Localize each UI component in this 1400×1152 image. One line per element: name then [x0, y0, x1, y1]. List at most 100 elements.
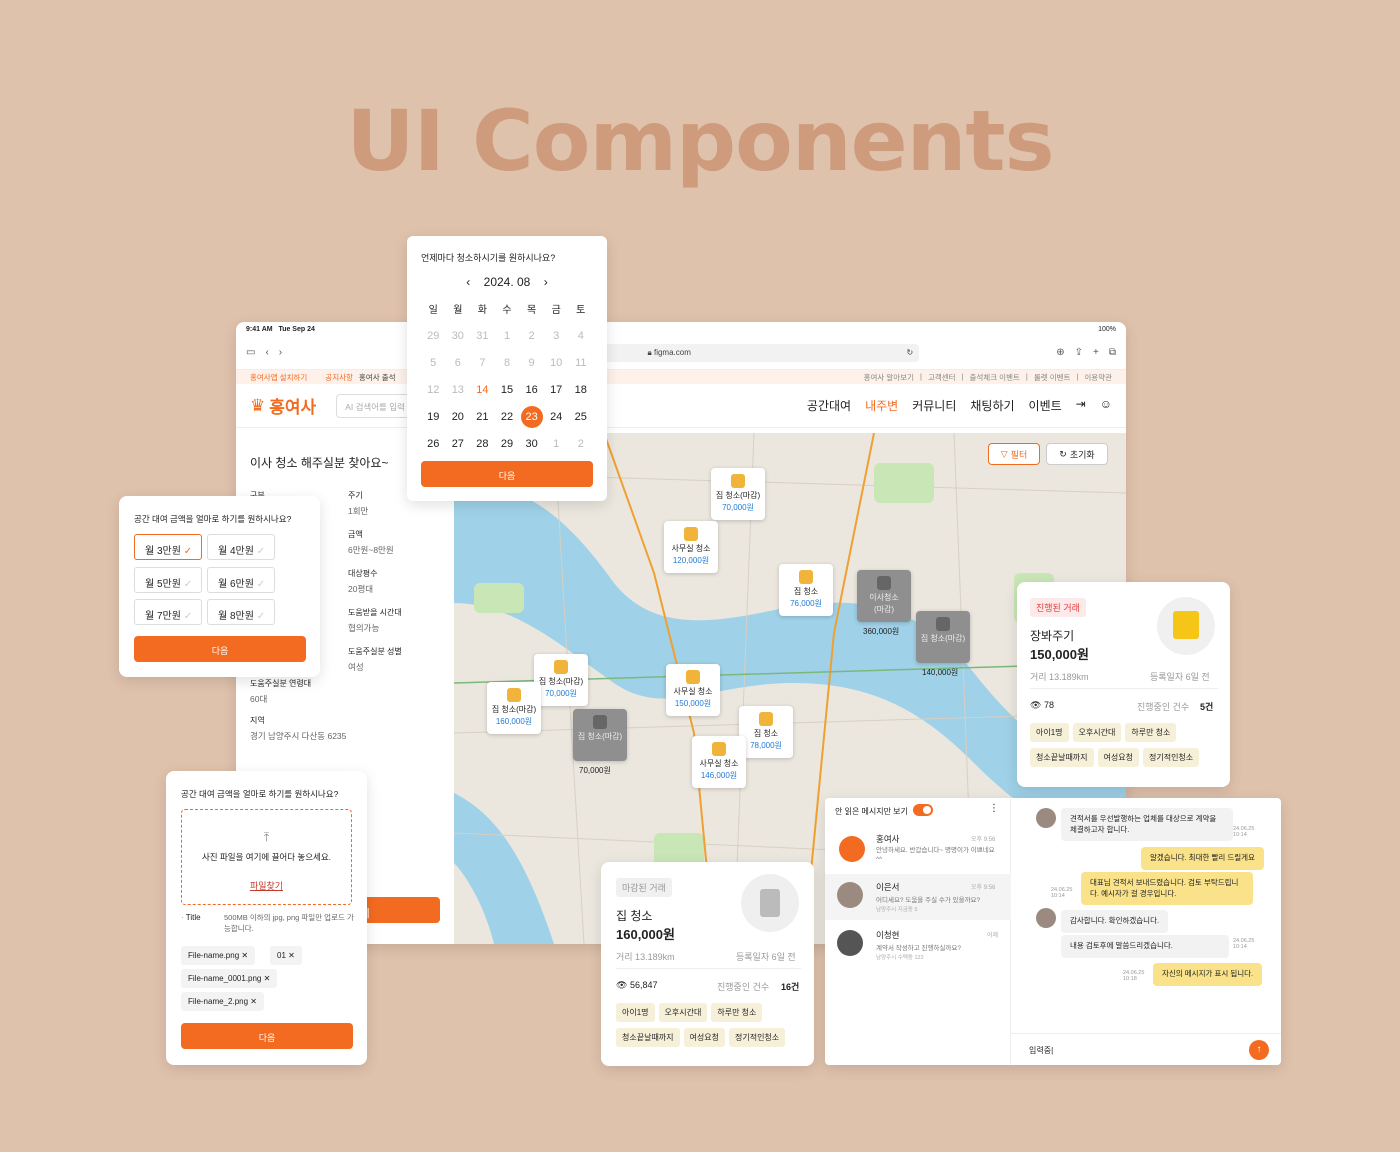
back-icon[interactable]: ‹	[265, 347, 269, 358]
day-number: 26	[427, 437, 440, 450]
cleaning-icon	[686, 670, 700, 684]
prev-month-icon[interactable]: ‹	[466, 275, 471, 289]
forward-icon[interactable]: ›	[278, 347, 283, 358]
weekday-label: 목	[526, 305, 537, 316]
download-icon[interactable]: ⊕	[1056, 347, 1065, 358]
calendar-day[interactable]: 30	[519, 430, 544, 457]
top-link[interactable]: 고객센터	[927, 372, 956, 382]
reset-icon: ↻	[1059, 448, 1067, 459]
unread-toggle[interactable]	[913, 804, 933, 816]
chat-list-item[interactable]: 이청현 어제 계약서 작성하고 진행하실까요? 남양주시 수택동 122	[825, 922, 1011, 968]
calendar-day[interactable]: 15	[495, 376, 520, 403]
top-link[interactable]: 룰렛 이벤트	[1033, 372, 1071, 382]
calendar-day[interactable]: 29	[495, 430, 520, 457]
chat-list-item[interactable]: 이은서 오후 9:56 어디세요? 도움을 주실 수가 있을까요? 남양주시 지…	[825, 874, 1011, 920]
map-pin[interactable]: 집 청소(마감)70,000원	[711, 468, 765, 520]
remove-icon[interactable]: ✕	[250, 997, 257, 1006]
calendar-day[interactable]: 24	[544, 403, 569, 430]
calendar-day[interactable]: 28	[470, 430, 495, 457]
top-link[interactable]: 이용약관	[1084, 372, 1112, 382]
calendar-day[interactable]: 14	[470, 376, 495, 403]
logout-icon[interactable]: ⇥	[1075, 397, 1086, 411]
calendar-day[interactable]: 22	[495, 403, 520, 430]
menu-item-space-rental[interactable]: 공간대여	[806, 399, 852, 413]
deal-card-closed[interactable]: 마감된 거래 집 청소 160,000원 거리 13.189km 등록일자 6일…	[601, 862, 814, 1066]
tag: 여성요청	[683, 1028, 725, 1047]
pin-price: 146,000원	[700, 771, 738, 780]
status-date: Tue Sep 24	[278, 326, 315, 333]
count-value: 5건	[1200, 702, 1214, 712]
chat-list-item[interactable]: 홍여사 오후 9:56 안녕하세요. 반갑습니다~ 명명이가 이쁘네요 ^^	[825, 826, 1011, 872]
install-app-link[interactable]: 홍여사앱 설치하기	[250, 372, 308, 382]
message-time: 24.06.25 10:14	[1051, 887, 1073, 899]
tabs-icon[interactable]: ⧉	[1108, 347, 1116, 358]
calendar-day[interactable]: 26	[421, 430, 446, 457]
user-icon[interactable]: ☺	[1099, 397, 1112, 411]
find-file-link[interactable]: 파일찾기	[249, 881, 284, 891]
calendar-day[interactable]: 17	[544, 376, 569, 403]
calendar-day[interactable]: 21	[470, 403, 495, 430]
menu-item-nearby[interactable]: 내주변	[865, 399, 899, 413]
more-icon[interactable]: ⋮	[989, 803, 999, 814]
deal-card-progress[interactable]: 진행된 거래 장봐주기 150,000원 거리 13.189km 등록일자 6일…	[1017, 582, 1230, 787]
calendar-day[interactable]: 25	[568, 403, 593, 430]
cleaning-icon	[554, 660, 568, 674]
menu-item-event[interactable]: 이벤트	[1028, 399, 1062, 413]
file-dropzone[interactable]: ⤒ 사진 파일을 여기에 끌어다 놓으세요. 파일찾기	[181, 809, 352, 905]
map-pin[interactable]: 이사청소 (마감)	[857, 570, 911, 622]
logo[interactable]: ♛홍여사	[250, 393, 316, 418]
amount-option[interactable]: 월 7만원 ✓	[134, 599, 202, 625]
remove-icon[interactable]: ✕	[288, 951, 295, 960]
reload-icon[interactable]: ↻	[906, 348, 914, 357]
pin-title: 집 청소(마감)	[920, 634, 966, 643]
map-pin[interactable]: 집 청소(마감)	[573, 709, 627, 761]
amount-next-button[interactable]: 다음	[134, 636, 306, 662]
message-time: 24.06.25 10:14	[1233, 938, 1255, 950]
amount-option[interactable]: 월 3만원 ✓	[134, 534, 202, 560]
calendar-day[interactable]: 19	[421, 403, 446, 430]
calendar-day[interactable]: 18	[568, 376, 593, 403]
calendar-next-button[interactable]: 다음	[421, 461, 593, 487]
upload-next-button[interactable]: 다음	[181, 1023, 353, 1049]
new-tab-icon[interactable]: +	[1093, 347, 1099, 358]
message-input[interactable]: 입력중|	[1029, 1046, 1054, 1055]
amount-option[interactable]: 월 8만원 ✓	[207, 599, 275, 625]
pin-price: 78,000원	[750, 741, 782, 750]
amount-option[interactable]: 월 5만원 ✓	[134, 567, 202, 593]
reset-button[interactable]: ↻초기화	[1046, 443, 1108, 465]
menu-item-chat[interactable]: 채팅하기	[970, 399, 1015, 413]
amount-option[interactable]: 월 4만원 ✓	[207, 534, 275, 560]
pin-price: 70,000원	[722, 503, 754, 512]
top-link[interactable]: 출석체크 이벤트	[969, 372, 1020, 382]
calendar-day: 30	[446, 322, 471, 349]
next-month-icon[interactable]: ›	[543, 275, 548, 289]
deal-price: 150,000원	[1030, 647, 1089, 662]
calendar-day[interactable]: 20	[446, 403, 471, 430]
notice-text[interactable]: 홍여사 출석	[358, 372, 396, 382]
map-pin[interactable]: 집 청소(마감)160,000원	[487, 682, 541, 734]
field-value: 1회만	[348, 506, 369, 516]
remove-icon[interactable]: ✕	[263, 974, 271, 983]
day-number: 2	[577, 437, 584, 450]
send-icon[interactable]: ↑	[1249, 1040, 1269, 1060]
map-pin[interactable]: 집 청소(마감)70,000원	[534, 654, 588, 706]
share-icon[interactable]: ⇪	[1074, 347, 1084, 358]
day-number: 16	[525, 383, 538, 396]
calendar-day[interactable]: 16	[519, 376, 544, 403]
remove-icon[interactable]: ✕	[241, 951, 249, 960]
filter-button[interactable]: ▽필터	[988, 443, 1040, 465]
chat-place: 남양주시 수택동 122	[876, 955, 924, 961]
map-pin[interactable]: 집 청소(마감)	[916, 611, 970, 663]
calendar-day[interactable]: 27	[446, 430, 471, 457]
logo-text: 홍여사	[269, 398, 317, 417]
calendar-day[interactable]: 23	[519, 403, 544, 430]
top-link[interactable]: 홍여사 알아보기	[863, 372, 914, 382]
amount-option[interactable]: 월 6만원 ✓	[207, 567, 275, 593]
sidebar-icon[interactable]: ▭	[246, 347, 256, 358]
menu-item-community[interactable]: 커뮤니티	[912, 399, 957, 413]
